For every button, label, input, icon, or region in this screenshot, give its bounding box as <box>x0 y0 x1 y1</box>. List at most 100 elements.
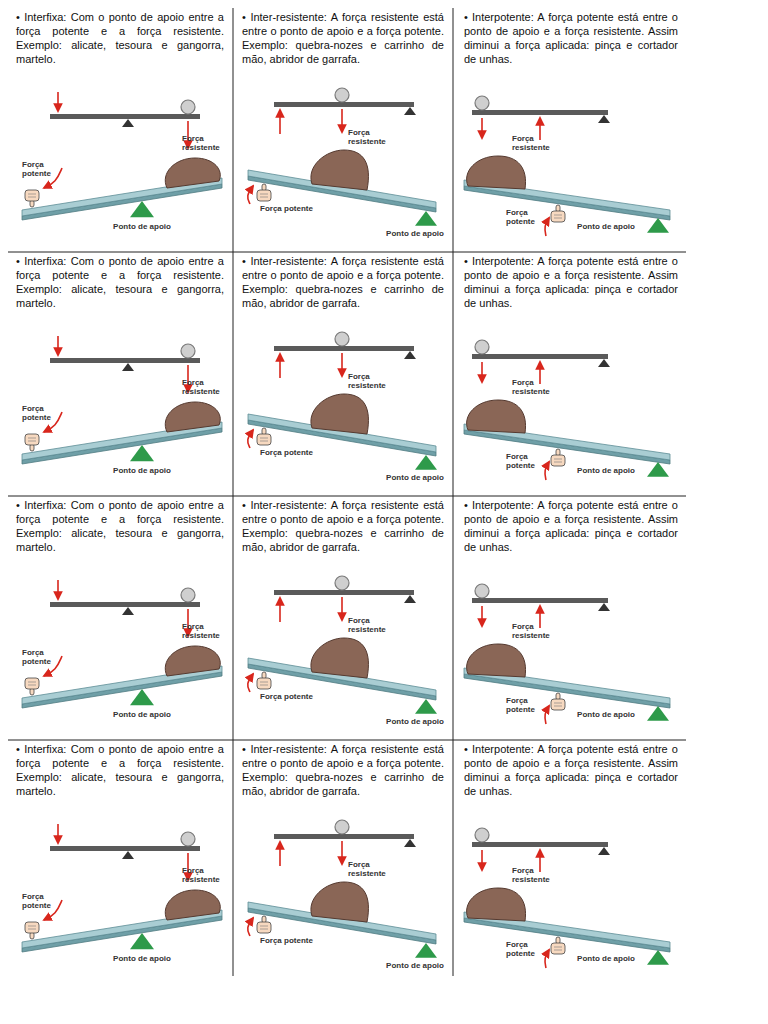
force-arrow <box>481 362 483 382</box>
force-arrow <box>279 598 281 622</box>
force-arrow <box>279 110 281 134</box>
lever-bar <box>50 358 200 363</box>
force-arrow <box>481 118 483 138</box>
load-ball <box>475 584 489 598</box>
rock <box>165 646 220 676</box>
fulcrum-triangle <box>598 847 610 855</box>
force-label: Ponto de apoio <box>102 710 182 719</box>
fulcrum-triangle <box>404 351 416 359</box>
hand-detail <box>28 926 36 929</box>
force-arrow <box>279 842 281 866</box>
load-ball <box>475 828 489 842</box>
force-label: Força potente <box>506 452 544 470</box>
lever-drawing <box>22 580 222 708</box>
lever-card: Força resistenteForça potentePonto de ap… <box>458 742 684 976</box>
fulcrum-triangle <box>404 839 416 847</box>
force-label: Força potente <box>506 940 544 958</box>
force-arrow <box>248 674 253 692</box>
plank-edge <box>464 186 670 220</box>
force-arrow <box>279 354 281 378</box>
force-arrow <box>539 850 541 872</box>
lever-card: Força resistenteForça potentePonto de ap… <box>10 10 230 244</box>
force-label: Ponto de apoio <box>570 222 642 231</box>
force-arrow <box>57 92 59 111</box>
fulcrum-triangle <box>130 201 154 217</box>
fulcrum-triangle <box>122 851 134 859</box>
hand-fist <box>25 678 39 689</box>
force-label: Ponto de apoio <box>102 954 182 963</box>
force-arrow <box>545 462 549 480</box>
grid-line <box>8 252 686 253</box>
lever-card: Força resistenteForça potentePonto de ap… <box>236 254 450 488</box>
force-label: Força resistente <box>182 866 228 884</box>
load-ball <box>335 820 349 834</box>
lever-card: Força resistenteForça potentePonto de ap… <box>236 498 450 732</box>
lever-drawing <box>248 820 437 958</box>
force-arrow <box>539 362 541 384</box>
hand-detail <box>28 194 36 197</box>
hand-detail <box>260 194 268 197</box>
force-arrow <box>341 597 343 620</box>
lever-bar <box>472 354 608 359</box>
grid-line <box>8 740 686 741</box>
card-text: • Inter-resistente: A força resistente e… <box>236 10 450 66</box>
force-label: Ponto de apoio <box>570 710 642 719</box>
force-arrow <box>341 353 343 376</box>
rock <box>467 400 526 433</box>
fulcrum-triangle <box>415 699 437 714</box>
rock <box>311 638 369 678</box>
hand-fist <box>551 455 565 466</box>
force-arrow <box>57 824 59 843</box>
hand-fist <box>257 434 271 445</box>
fulcrum-triangle <box>404 595 416 603</box>
lever-bar <box>472 598 608 603</box>
hand-detail <box>260 682 268 685</box>
lever-drawing <box>464 96 670 236</box>
fulcrum-triangle <box>130 445 154 461</box>
rock <box>311 394 369 434</box>
lever-card: Força resistenteForça potentePonto de ap… <box>10 498 230 732</box>
lever-card: Força resistenteForça potentePonto de ap… <box>236 742 450 976</box>
load-ball <box>181 832 195 846</box>
load-ball <box>335 576 349 590</box>
force-arrow <box>539 606 541 628</box>
force-label: Ponto de apoio <box>382 717 448 726</box>
card-text: • Interpotente: A força potente está ent… <box>458 742 684 798</box>
force-label: Força resistente <box>348 616 394 634</box>
force-label: Força potente <box>22 648 60 666</box>
force-label: Força potente <box>22 404 60 422</box>
hand-detail <box>554 947 562 950</box>
rock <box>311 882 369 922</box>
force-arrow <box>545 950 549 968</box>
force-label: Força resistente <box>182 378 228 396</box>
hand-fist <box>551 699 565 710</box>
hand-detail <box>554 215 562 218</box>
force-arrow <box>341 109 343 132</box>
lever-card: Força resistenteForça potentePonto de ap… <box>10 254 230 488</box>
force-arrow <box>545 218 549 236</box>
fulcrum-triangle <box>415 943 437 958</box>
hand-fist <box>257 190 271 201</box>
force-label: Ponto de apoio <box>570 466 642 475</box>
lever-bar <box>274 834 414 839</box>
force-label: Força resistente <box>512 378 558 396</box>
force-label: Força potente <box>260 692 324 701</box>
force-label: Força potente <box>22 892 60 910</box>
hand-fist <box>551 943 565 954</box>
fulcrum-triangle <box>122 607 134 615</box>
load-ball <box>181 344 195 358</box>
force-arrow <box>57 580 59 599</box>
force-label: Ponto de apoio <box>382 229 448 238</box>
hand-fist <box>551 211 565 222</box>
lever-drawing <box>464 340 670 480</box>
fulcrum-triangle <box>647 218 669 233</box>
force-arrow <box>481 606 483 626</box>
rock <box>467 644 526 677</box>
plank-edge <box>22 916 222 952</box>
force-arrow <box>248 430 253 448</box>
grid-line <box>8 496 686 497</box>
lever-bar <box>472 110 608 115</box>
force-label: Força potente <box>260 448 324 457</box>
card-text: • Interpotente: A força potente está ent… <box>458 254 684 310</box>
card-text: • Interfixa: Com o ponto de apoio entre … <box>10 498 230 554</box>
